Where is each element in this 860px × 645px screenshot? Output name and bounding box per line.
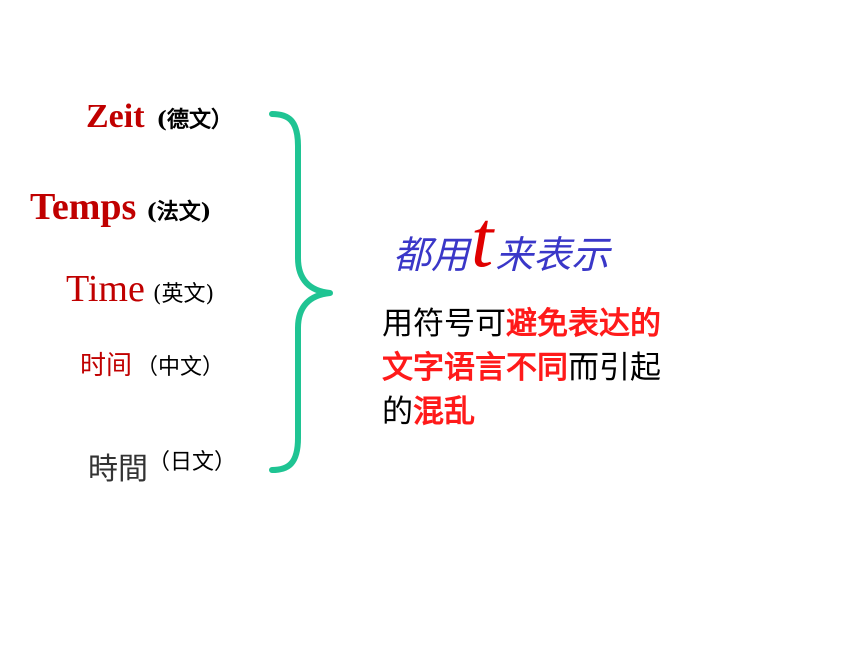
word-french: Temps (法文) [30, 188, 211, 226]
heading-suffix: 来表示 [495, 233, 610, 277]
word-jikan: 時間 [88, 452, 148, 487]
language-label-french: (法文) [146, 199, 212, 225]
statement-text-plain: 用符号可 [382, 306, 506, 342]
symbol-t: t [471, 196, 494, 284]
statement-line-2: 文字语言不同而引起 [382, 346, 762, 390]
heading-prefix: 都用 [393, 233, 470, 277]
word-shijian: 时间 [80, 351, 133, 381]
word-japanese: 時間（日文） [88, 452, 236, 485]
word-time: Time [66, 268, 145, 310]
curly-brace-icon [269, 111, 333, 473]
word-zeit: Zeit [86, 98, 145, 135]
statement-text-plain: 而引起 [568, 350, 661, 386]
statement-text-highlight: 混乱 [413, 394, 475, 430]
statement-text: 用符号可避免表达的 文字语言不同而引起 的混乱 [382, 302, 762, 434]
statement-text-highlight: 避免表达的 [506, 306, 661, 342]
word-temps: Temps [30, 186, 137, 228]
word-english: Time (英文) [66, 270, 214, 308]
word-german: Zeit (德文） [86, 100, 233, 134]
word-chinese: 时间（中文） [80, 353, 224, 379]
language-label-german: (德文） [156, 107, 233, 133]
statement-text-highlight: 文字语言不同 [382, 350, 568, 386]
statement-line-3: 的混乱 [382, 390, 762, 434]
language-label-english: (英文) [152, 282, 215, 307]
statement-line-1: 用符号可避免表达的 [382, 302, 762, 346]
heading-expressed-by-t: 都用t来表示 [393, 200, 609, 280]
language-label-chinese: （中文） [136, 355, 225, 380]
language-label-japanese: （日文） [148, 450, 237, 475]
statement-text-plain: 的 [382, 394, 413, 430]
